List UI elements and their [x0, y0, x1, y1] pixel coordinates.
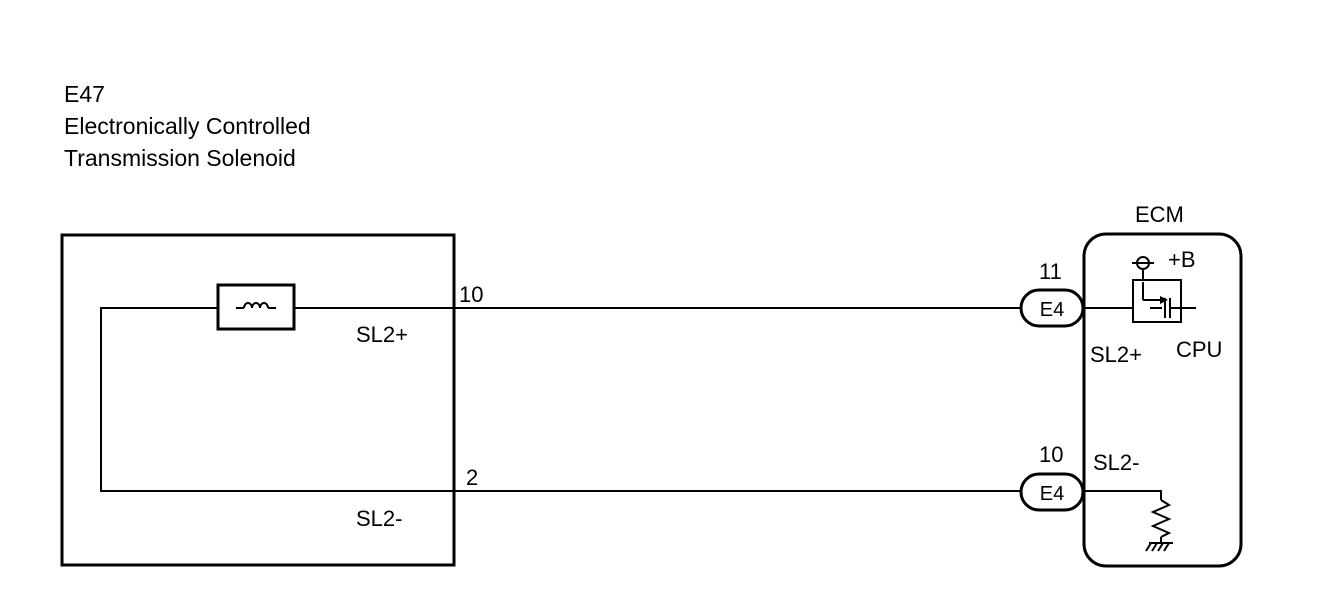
connector-bottom: E4 — [1019, 472, 1085, 512]
transistor-icon — [1132, 279, 1196, 323]
component-code: E47 — [64, 81, 105, 107]
resistor-icon — [1150, 499, 1172, 538]
component-name-line1: Electronically Controlled — [64, 113, 311, 139]
ecm-cpu-label: CPU — [1176, 337, 1222, 362]
connector-bottom-pin: 10 — [1039, 442, 1063, 467]
solenoid-signal-bottom: SL2- — [356, 506, 402, 531]
solenoid-pin-bottom: 2 — [466, 465, 478, 490]
ecm-supply-label: +B — [1168, 247, 1196, 272]
connector-bottom-signal: SL2- — [1093, 450, 1139, 475]
connector-top-signal: SL2+ — [1090, 342, 1142, 367]
solenoid-internal-wire — [100, 307, 454, 492]
ground-icon — [1145, 537, 1173, 552]
ecm-box — [1082, 232, 1243, 568]
ecm-internal-wire-bottom — [1083, 490, 1162, 500]
solenoid-pin-top: 10 — [459, 282, 483, 307]
solenoid-coil-icon — [216, 283, 296, 331]
connector-top: E4 — [1019, 288, 1085, 328]
connector-bottom-name: E4 — [1040, 483, 1064, 505]
solenoid-component-box — [60, 233, 456, 567]
ecm-title: ECM — [1135, 202, 1184, 227]
connector-top-name: E4 — [1040, 299, 1064, 321]
solenoid-signal-top: SL2+ — [356, 322, 408, 347]
power-terminal-icon — [1132, 256, 1154, 280]
connector-top-pin: 11 — [1039, 259, 1062, 284]
component-name-line2: Transmission Solenoid — [64, 145, 296, 171]
